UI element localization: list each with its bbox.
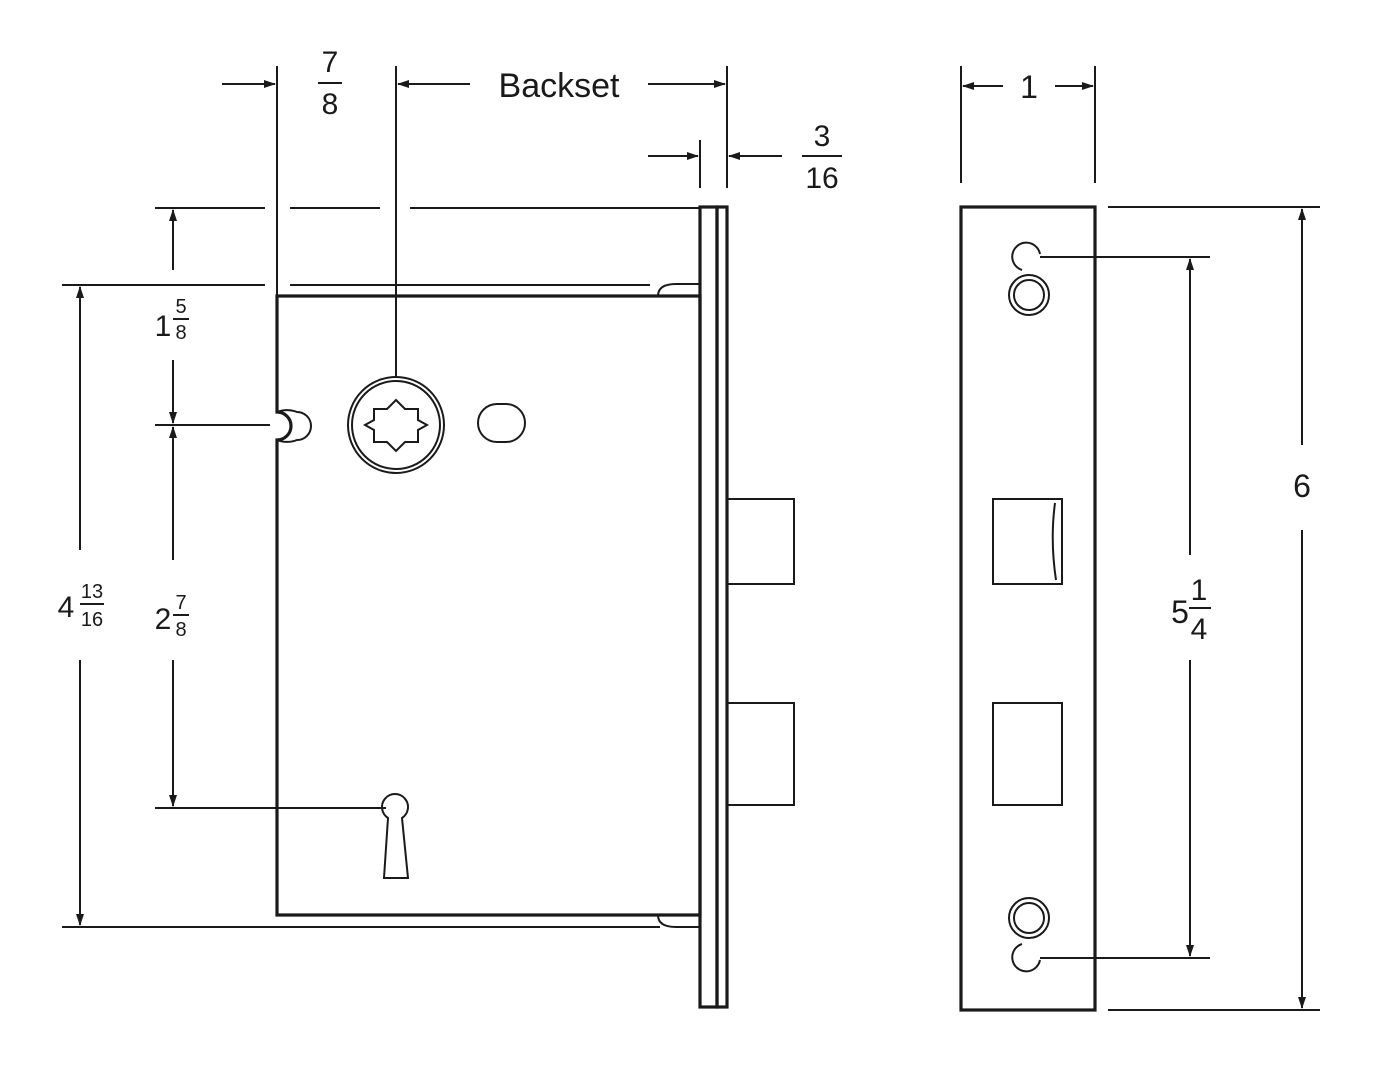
label-faceplate-height: 6 bbox=[1293, 468, 1311, 504]
label-2-7-8-num: 7 bbox=[175, 592, 186, 614]
case-notch bbox=[276, 409, 312, 443]
label-7-8-num: 7 bbox=[322, 46, 339, 79]
screw-hole-top-open bbox=[1011, 241, 1041, 271]
front-plate-edge bbox=[698, 205, 719, 1009]
label-1-5-8-num: 5 bbox=[175, 296, 186, 318]
deadbolt-opening bbox=[992, 702, 1063, 806]
spindle-star-icon bbox=[362, 398, 430, 453]
keyhole-icon bbox=[381, 793, 410, 879]
faceplate-front-view bbox=[959, 205, 1097, 1012]
label-faceplate-width: 1 bbox=[1020, 69, 1038, 105]
lock-side-view bbox=[275, 205, 795, 1009]
screw-hole-bottom bbox=[1008, 897, 1050, 939]
label-5-1-4-num: 1 bbox=[1191, 574, 1208, 607]
front-dimensions: 1 5 1 4 6 bbox=[960, 66, 1320, 1011]
label-2-7-8-whole: 2 bbox=[155, 603, 172, 636]
case-slot bbox=[477, 403, 526, 443]
label-4-13-16-whole: 4 bbox=[58, 591, 75, 624]
lock-case bbox=[275, 294, 702, 917]
label-3-16-den: 16 bbox=[805, 162, 838, 195]
label-backset: Backset bbox=[499, 67, 620, 105]
screw-hole-bottom-open bbox=[1011, 943, 1041, 973]
label-1-5-8-whole: 1 bbox=[155, 310, 172, 343]
front-tab-bottom bbox=[657, 914, 700, 928]
spindle-hub-inner bbox=[351, 380, 441, 470]
screw-hole-top-inner bbox=[1013, 279, 1045, 311]
spindle-hub bbox=[347, 376, 445, 474]
front-tab-top bbox=[657, 283, 700, 297]
latch-opening bbox=[992, 498, 1063, 585]
label-2-7-8-den: 8 bbox=[175, 619, 186, 641]
front-plate-outer bbox=[715, 205, 729, 1009]
faceplate bbox=[959, 205, 1097, 1012]
screw-hole-top bbox=[1008, 274, 1050, 316]
latch-bolt bbox=[727, 498, 795, 585]
label-4-13-16-num: 13 bbox=[81, 581, 103, 603]
label-5-1-4-den: 4 bbox=[1191, 613, 1208, 646]
label-1-5-8-den: 8 bbox=[175, 322, 186, 344]
label-7-8-den: 8 bbox=[322, 88, 339, 121]
label-5-1-4-whole: 5 bbox=[1171, 594, 1189, 630]
screw-hole-bottom-inner bbox=[1013, 902, 1045, 934]
dead-bolt bbox=[727, 702, 795, 806]
label-3-16-num: 3 bbox=[814, 120, 831, 153]
side-dimensions: 7 8 Backset 3 16 1 5 8 2 7 8 4 13 16 bbox=[58, 46, 842, 928]
label-4-13-16-den: 16 bbox=[81, 609, 103, 631]
